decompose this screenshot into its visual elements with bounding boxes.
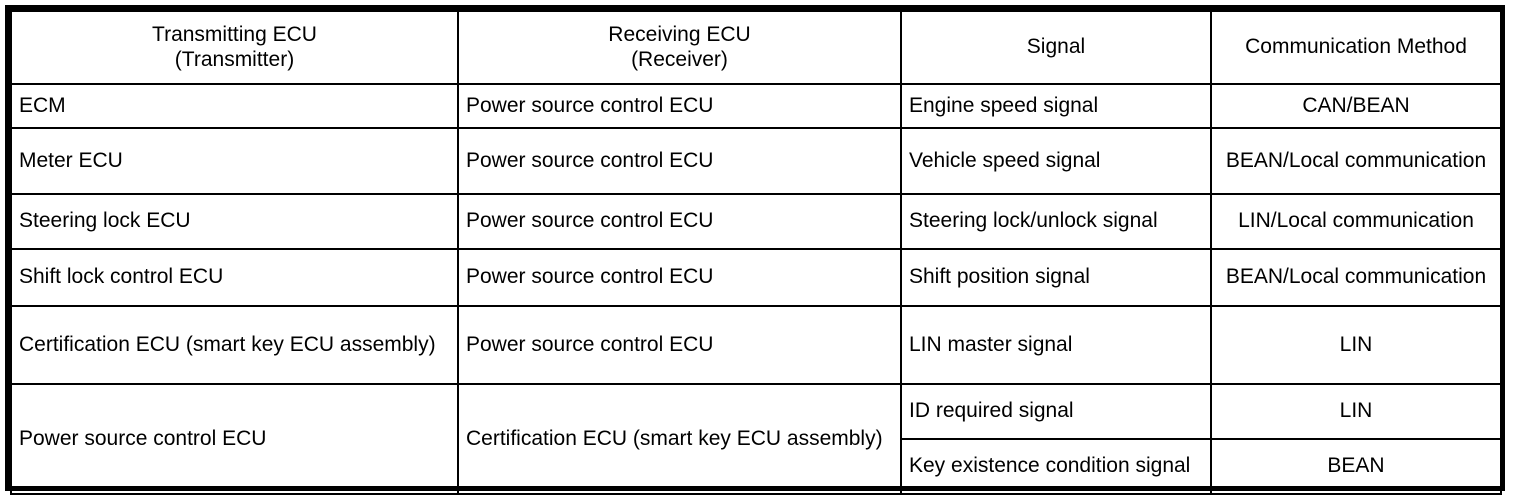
cell-communication-method: LIN	[1212, 385, 1500, 440]
signal-subrow: Key existence condition signal	[902, 439, 1210, 493]
column-header-receiving-ecu-line2: (Receiver)	[631, 47, 728, 71]
cell-transmitting-ecu: Certification ECU (smart key ECU assembl…	[10, 305, 459, 385]
ecu-communication-table: Transmitting ECU (Transmitter) Receiving…	[10, 10, 1502, 495]
table-row: ECM Power source control ECU Engine spee…	[10, 83, 1502, 129]
cell-receiving-ecu: Power source control ECU	[457, 127, 902, 195]
ecu-communication-table-container: Transmitting ECU (Transmitter) Receiving…	[5, 5, 1505, 495]
cell-signal-group: ID required signal Key existence conditi…	[900, 383, 1212, 495]
column-header-transmitting-ecu-line2: (Transmitter)	[174, 47, 295, 71]
table-row: Shift lock control ECU Power source cont…	[10, 248, 1502, 307]
table-header: Transmitting ECU (Transmitter) Receiving…	[10, 10, 1502, 85]
cell-communication-method: LIN	[1210, 305, 1502, 385]
method-subtable: LIN BEAN	[1212, 385, 1500, 493]
method-subrow: BEAN	[1212, 439, 1500, 493]
cell-communication-method-group: LIN BEAN	[1210, 383, 1502, 495]
cell-receiving-ecu: Power source control ECU	[457, 305, 902, 385]
method-subrow: LIN	[1212, 385, 1500, 440]
cell-transmitting-ecu: Shift lock control ECU	[10, 248, 459, 307]
cell-signal: Key existence condition signal	[909, 454, 1191, 478]
signal-subrow: ID required signal	[902, 385, 1210, 440]
table-row: Power source control ECU Certification E…	[10, 383, 1502, 495]
cell-transmitting-ecu: ECM	[10, 83, 459, 129]
column-header-transmitting-ecu-line1: Transmitting ECU	[152, 22, 317, 46]
cell-receiving-ecu: Power source control ECU	[457, 193, 902, 250]
cell-signal: Steering lock/unlock signal	[900, 193, 1212, 250]
cell-transmitting-ecu: Steering lock ECU	[10, 193, 459, 250]
column-header-signal: Signal	[900, 10, 1212, 85]
cell-signal: ID required signal	[902, 385, 1210, 440]
cell-signal: LIN master signal	[900, 305, 1212, 385]
column-header-transmitting-ecu: Transmitting ECU (Transmitter)	[10, 10, 459, 85]
cell-receiving-ecu: Power source control ECU	[457, 248, 902, 307]
column-header-receiving-ecu-line1: Receiving ECU	[608, 22, 751, 46]
cell-transmitting-ecu: Meter ECU	[10, 127, 459, 195]
cell-signal: Vehicle speed signal	[900, 127, 1212, 195]
signal-subtable: ID required signal Key existence conditi…	[902, 385, 1210, 493]
cell-signal: Engine speed signal	[900, 83, 1212, 129]
column-header-signal-line1: Signal	[1026, 35, 1086, 59]
table-row: Meter ECU Power source control ECU Vehic…	[10, 127, 1502, 195]
cell-communication-method: BEAN/Local communication	[1210, 127, 1502, 195]
column-header-communication-method-line1: Communication Method	[1245, 35, 1467, 59]
cell-communication-method: CAN/BEAN	[1210, 83, 1502, 129]
table-row: Certification ECU (smart key ECU assembl…	[10, 305, 1502, 385]
header-row: Transmitting ECU (Transmitter) Receiving…	[10, 10, 1502, 85]
cell-receiving-ecu: Power source control ECU	[457, 83, 902, 129]
column-header-communication-method: Communication Method	[1210, 10, 1502, 85]
table-row: Steering lock ECU Power source control E…	[10, 193, 1502, 250]
cell-communication-method: BEAN	[1327, 454, 1385, 478]
cell-transmitting-ecu: Power source control ECU	[10, 383, 459, 495]
cell-communication-method: LIN/Local communication	[1210, 193, 1502, 250]
cell-receiving-ecu: Certification ECU (smart key ECU assembl…	[457, 383, 902, 495]
cell-communication-method: BEAN/Local communication	[1210, 248, 1502, 307]
cell-signal: Shift position signal	[900, 248, 1212, 307]
column-header-receiving-ecu: Receiving ECU (Receiver)	[457, 10, 902, 85]
table-body: ECM Power source control ECU Engine spee…	[10, 83, 1502, 495]
